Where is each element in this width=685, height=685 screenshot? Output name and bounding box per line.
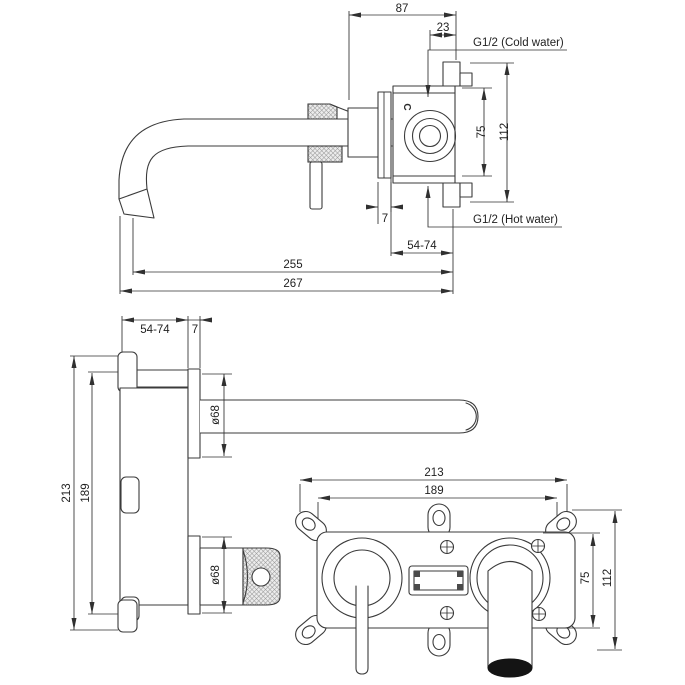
handle-rosette-edge <box>187 535 201 615</box>
side-view-rough-in: 54-74 7 213 189 <box>61 316 479 633</box>
valve-body: C <box>392 61 473 208</box>
mounting-ears <box>295 503 577 657</box>
dim-height-112: 112 <box>572 509 622 651</box>
front-view-rough-in: 213 189 <box>295 467 622 678</box>
spout-rosette-edge <box>187 368 201 459</box>
dim-spout-offset-87: 87 <box>348 3 457 100</box>
dim-body-height-112: 112 <box>470 62 514 203</box>
dim-213-label: 213 <box>61 483 73 502</box>
body-marking-c: C <box>401 103 412 110</box>
wall-escutcheon-side <box>377 91 392 179</box>
spout-tube-side <box>200 399 479 434</box>
side-view-assembled-faucet: C 87 23 G1/2 (Cold water) G1/2 (Hot wate… <box>118 3 567 294</box>
dim-213-label: 213 <box>424 467 443 479</box>
dim-wall-depth-54-74: 54-74 <box>390 178 454 294</box>
dim-spout-rosette-68: ø68 <box>202 373 232 458</box>
cartridge-window <box>408 565 469 596</box>
ear-slot-hole <box>301 625 316 639</box>
dim-255-label: 255 <box>283 259 302 271</box>
dim-112-label: 112 <box>499 123 511 141</box>
ear-slot-hole <box>432 633 446 651</box>
dim-outlet-offset-23: 23 <box>429 22 456 50</box>
dim-height-inner-189: 189 <box>80 371 122 615</box>
lever-front <box>355 585 369 675</box>
hot-water-label: G1/2 (Hot water) <box>473 214 558 226</box>
dim-total-reach-267: 267 <box>119 216 453 294</box>
knob-hole <box>251 567 271 587</box>
fixing-screws <box>439 538 547 622</box>
spout-opening <box>487 658 533 678</box>
cold-water-callout: G1/2 (Cold water) <box>425 37 567 97</box>
cold-inlet-fitting <box>117 351 138 393</box>
hot-water-callout: G1/2 (Hot water) <box>425 186 562 228</box>
dim-7-label: 7 <box>382 213 388 225</box>
dim-87-label: 87 <box>396 3 409 15</box>
dim-23-label: 23 <box>437 22 450 34</box>
dim-width-total-213: 213 <box>299 467 568 514</box>
dim-trim-thickness-7: 7 <box>366 182 403 225</box>
dim-wall-depth-54-74: 54-74 7 <box>121 316 212 368</box>
dim-height-total-213: 213 <box>61 355 118 631</box>
cold-water-label: G1/2 (Cold water) <box>473 37 564 49</box>
handle-port-front <box>321 537 403 675</box>
dim-189-label: 189 <box>80 483 92 502</box>
dim-54-74-label: 54-74 <box>407 240 437 252</box>
dim-112-label: 112 <box>602 569 614 587</box>
spout-port-front <box>469 537 551 678</box>
dim-port-spacing-75: 75 <box>543 532 600 629</box>
dim-dia68-handle-label: ø68 <box>210 565 222 585</box>
dim-port-spacing-75: 75 <box>462 87 492 177</box>
hot-inlet-fitting <box>117 599 138 633</box>
adjusting-nuts <box>307 103 381 163</box>
dim-54-74-label: 54-74 <box>140 324 170 336</box>
spout-profile <box>118 118 393 219</box>
dim-handle-rosette-68: ø68 <box>202 536 232 614</box>
hot-port-fitting <box>442 182 461 208</box>
dim-267-label: 267 <box>283 278 302 290</box>
ear-slot-hole <box>556 517 571 531</box>
dim-7-label: 7 <box>192 324 198 336</box>
cold-port-fitting <box>442 61 461 87</box>
rough-in-body-side <box>117 351 201 633</box>
ear-slot-hole <box>432 509 446 527</box>
lever-handle-side <box>309 161 323 210</box>
dim-75-label: 75 <box>476 126 488 139</box>
dim-75-label: 75 <box>580 572 592 585</box>
dim-dia68-spout-label: ø68 <box>210 405 222 425</box>
dim-189-label: 189 <box>424 485 443 497</box>
ear-slot-hole <box>301 517 316 531</box>
mounting-clip-upper <box>120 476 140 514</box>
dim-spout-reach-255: 255 <box>132 218 453 275</box>
